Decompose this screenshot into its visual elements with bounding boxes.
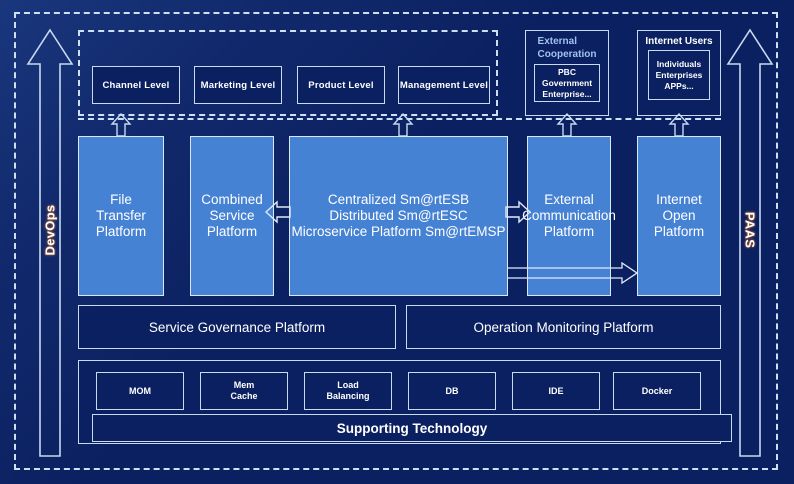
technology-box-mom[interactable]: MOM	[96, 372, 184, 410]
platform-external-communication[interactable]: External Communication Platform	[522, 136, 616, 296]
platform-centralized-esb[interactable]: Centralized Sm@rtESB Distributed Sm@rtES…	[289, 136, 508, 296]
business-level-box-3[interactable]: Management Level	[398, 66, 490, 104]
technology-box-ide[interactable]: IDE	[512, 372, 600, 410]
service-governance-platform-label: Service Governance Platform	[148, 319, 326, 335]
business-level-box-2[interactable]: Product Level	[297, 66, 385, 104]
business-level-label-2: Product Level	[308, 79, 374, 91]
business-levels-group	[78, 30, 498, 116]
devops-arrow-label: DevOps	[42, 204, 58, 256]
business-level-box-1[interactable]: Marketing Level	[194, 66, 282, 104]
devops-arrow	[26, 28, 74, 458]
business-level-label-1: Marketing Level	[200, 79, 276, 91]
business-level-label-3: Management Level	[399, 79, 489, 91]
service-governance-platform[interactable]: Service Governance Platform	[78, 305, 396, 349]
external-cooperation-title: External Cooperation	[537, 36, 597, 60]
paas-arrow-label: PAAS	[742, 211, 758, 249]
technology-box-db[interactable]: DB	[408, 372, 496, 410]
internet-users-title: Internet Users	[645, 36, 713, 47]
business-level-box-0[interactable]: Channel Level	[92, 66, 180, 104]
technology-box-load-balancing[interactable]: Load Balancing	[304, 372, 392, 410]
technology-box-mem-cache[interactable]: Mem Cache	[200, 372, 288, 410]
business-level-label-0: Channel Level	[102, 79, 170, 91]
operation-monitoring-platform-label: Operation Monitoring Platform	[473, 319, 654, 335]
arrow-centralized-to-internet-open	[506, 261, 639, 291]
internet-users-inner-box: Individuals Enterprises APPs...	[648, 50, 710, 100]
internet-users-group[interactable]: Internet Users Individuals Enterprises A…	[637, 30, 721, 116]
outer-dashed-frame	[14, 12, 778, 470]
arrow-right-to-external-comm	[505, 200, 532, 229]
platform-combined-service[interactable]: Combined Service Platform	[190, 136, 274, 296]
paas-arrow	[726, 28, 774, 458]
levels-connector-dashed-line	[78, 118, 721, 120]
arrow-left-to-combined	[264, 200, 291, 229]
technology-box-docker[interactable]: Docker	[613, 372, 701, 410]
platform-internet-open[interactable]: Internet Open Platform	[637, 136, 721, 296]
platform-file-transfer[interactable]: File Transfer Platform	[78, 136, 164, 296]
external-cooperation-group[interactable]: External Cooperation PBC Government Ente…	[525, 30, 609, 116]
external-cooperation-inner-box: PBC Government Enterprise...	[534, 64, 600, 102]
supporting-technology-label: Supporting Technology	[336, 420, 488, 436]
operation-monitoring-platform[interactable]: Operation Monitoring Platform	[406, 305, 721, 349]
supporting-technology-bar[interactable]: Supporting Technology	[92, 414, 732, 442]
